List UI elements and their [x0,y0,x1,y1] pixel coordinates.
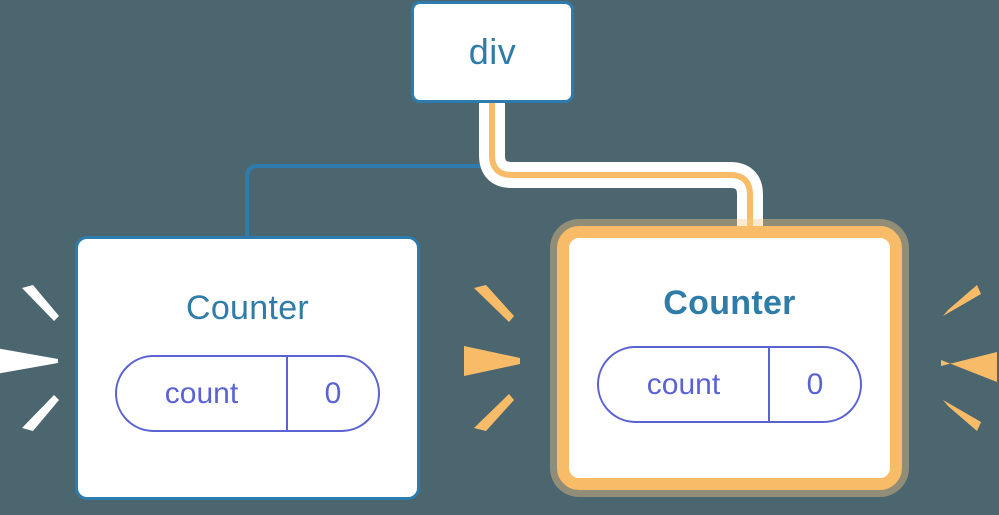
state-key-left: count [164,376,239,410]
state-value-left: 0 [286,357,378,430]
node-counter-right[interactable]: Counter count 0 [557,226,902,490]
node-counter-right-title: Counter [663,284,796,322]
state-key-right: count [646,367,721,401]
state-pill-right: count 0 [597,346,862,423]
node-counter-left-title: Counter [185,289,310,327]
edge-div-to-counter-right-halo [479,103,763,232]
node-div[interactable]: div [411,1,574,103]
node-div-label: div [468,31,517,72]
node-counter-left[interactable]: Counter count 0 [75,236,420,500]
edge-div-to-counter-left [245,103,494,239]
state-pill-left: count 0 [115,355,380,432]
state-value-right: 0 [768,348,860,421]
edge-div-to-counter-right [489,103,753,232]
